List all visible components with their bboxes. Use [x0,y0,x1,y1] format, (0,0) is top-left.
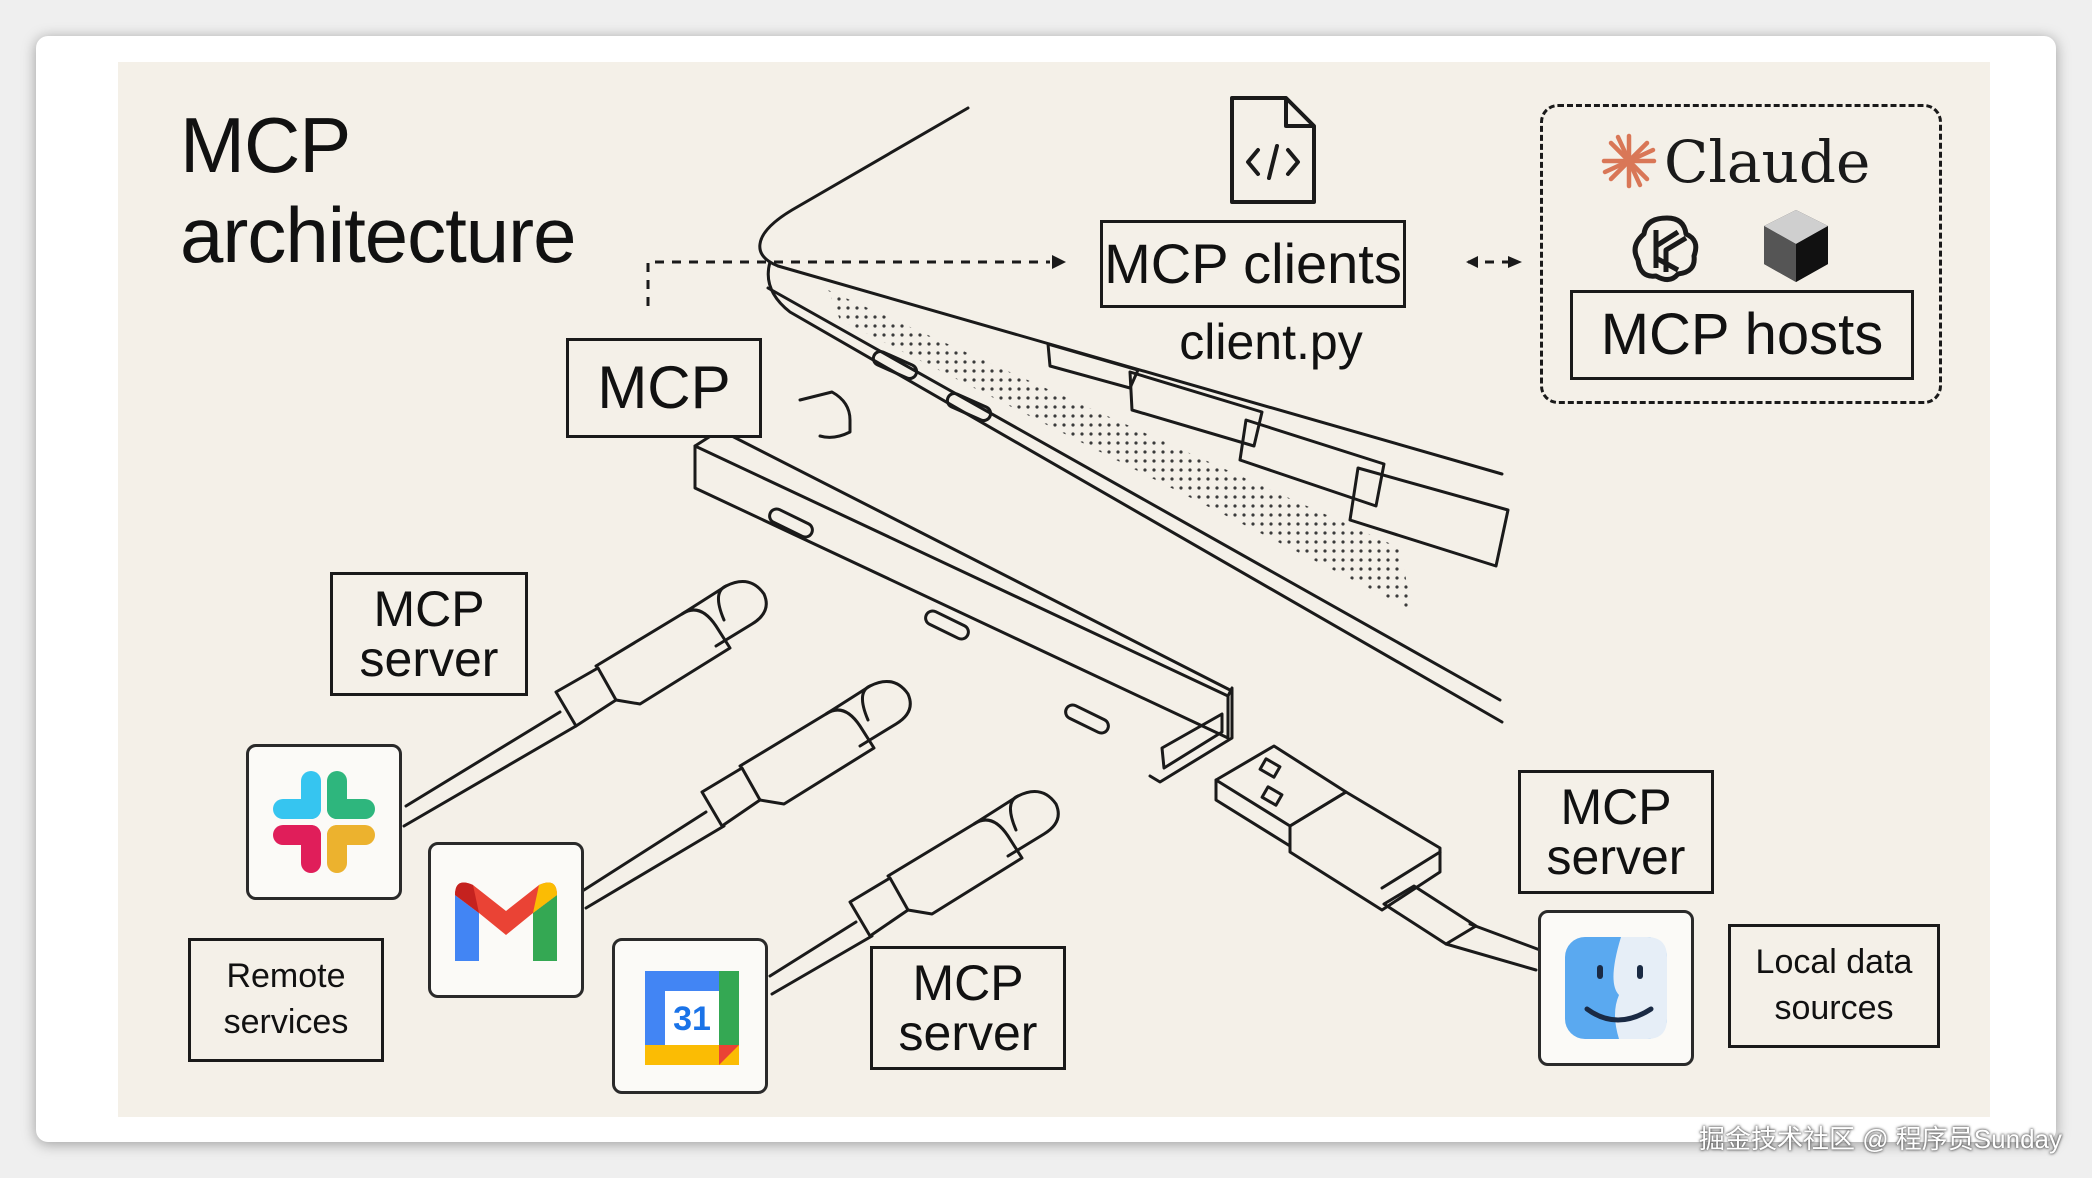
usb-c-connector [824,680,912,748]
laptop-key [1348,466,1510,568]
usb-a-hole [1258,757,1282,779]
usb-c-connector [554,666,618,728]
laptop-port [945,391,993,423]
title-line-1: MCP [180,101,351,189]
usb-c-connector [972,790,1060,858]
usb-a-strain [1382,884,1478,946]
laptop-screen-edge [758,106,970,268]
laptop-key [1128,370,1264,448]
cable-gmail [582,810,708,892]
cable-calendar [770,934,874,996]
cable-gmail [584,824,726,910]
usb-c-connector [594,608,732,706]
usb-a-plug [1214,778,1292,848]
hub-port [768,507,814,539]
cable-calendar [768,920,858,978]
mcp-hosts-group [1540,104,1942,404]
usb-c-connector [738,708,876,806]
finder-icon [1565,937,1667,1039]
laptop-port [871,349,919,381]
laptop-speaker-grille [828,290,1412,610]
claude-spark-icon [1601,133,1657,189]
mcp-hosts-box: MCP hosts [1570,290,1914,380]
usb-c-connector-rim [861,684,872,722]
local-label-line-2: sources [1774,989,1894,1027]
client-file-label: client.py [1179,314,1363,370]
mcp-server-box-slack: MCP server [330,572,528,696]
code-file-icon [1230,96,1316,204]
remote-services-box: Remote services [188,938,384,1062]
cable-slack [404,710,562,808]
usb-c-connector [680,580,768,648]
mcp-server-box-finder: MCP server [1518,770,1714,894]
claude-wordmark: Claude [1664,128,1871,196]
openai-icon [1632,215,1699,282]
hub-port [924,609,970,641]
usb-a-plug [1214,744,1348,828]
cable-finder [1444,942,1538,972]
usb-a-housing [1288,790,1442,912]
usb-c-connector [848,876,910,938]
laptop-key [1046,342,1140,390]
gmail-icon [455,882,557,961]
cable-slack [402,724,578,828]
usb-c-connector-rim [717,584,728,622]
usb-hub-plug [798,390,852,439]
laptop-key [1238,418,1386,508]
remote-label-line-2: services [223,1003,349,1041]
arrowhead [1466,256,1478,268]
slack-tile [246,744,402,900]
arrowhead [1508,256,1522,268]
gmail-tile [428,842,584,998]
local-data-box: Local data sources [1728,924,1940,1048]
mcp-clients-label: MCP clients [1104,232,1402,295]
usb-hub-end [1148,686,1234,784]
calendar-day-number: 31 [673,1000,711,1038]
mcp-server-box-calendar: MCP server [870,946,1066,1070]
mcp-hub-label: MCP [597,354,731,421]
diagram-title: MCP architecture [180,100,577,280]
server-label-line-1: MCP [912,955,1024,1011]
laptop-body-top [776,264,1504,476]
title-line-2: architecture [180,191,577,279]
server-label-line-2: server [898,1005,1038,1061]
finder-tile [1538,910,1694,1066]
usb-hub-body [693,444,1230,740]
calendar-tile: 31 [612,938,768,1094]
arrowhead [1052,255,1066,269]
cube-icon [1764,210,1828,282]
mcp-hub-box: MCP [566,338,762,438]
watermark-text: 掘金技术社区 @ 程序员Sunday [1698,1124,2062,1154]
arrow-mcp-to-clients [646,260,1050,306]
server-label-line-2: server [359,631,499,687]
cable-finder [1468,922,1542,952]
server-label-line-1: MCP [1560,779,1672,835]
google-calendar-icon [645,971,739,1065]
remote-label-line-1: Remote [226,957,346,996]
slack-icon [273,771,375,873]
server-label-line-2: server [1546,829,1686,885]
usb-c-connector [886,818,1024,916]
usb-c-connector [700,766,762,828]
usb-a-hole [1260,785,1284,807]
hub-port [1064,703,1110,735]
usb-a-housing [1380,850,1442,890]
usb-c-connector-rim [1009,794,1020,832]
server-label-line-1: MCP [373,581,485,637]
local-label-line-1: Local data [1755,943,1913,982]
mcp-hosts-label: MCP hosts [1600,302,1884,367]
usb-hub-socket [1160,712,1224,770]
mcp-clients-box: MCP clients [1100,220,1406,308]
